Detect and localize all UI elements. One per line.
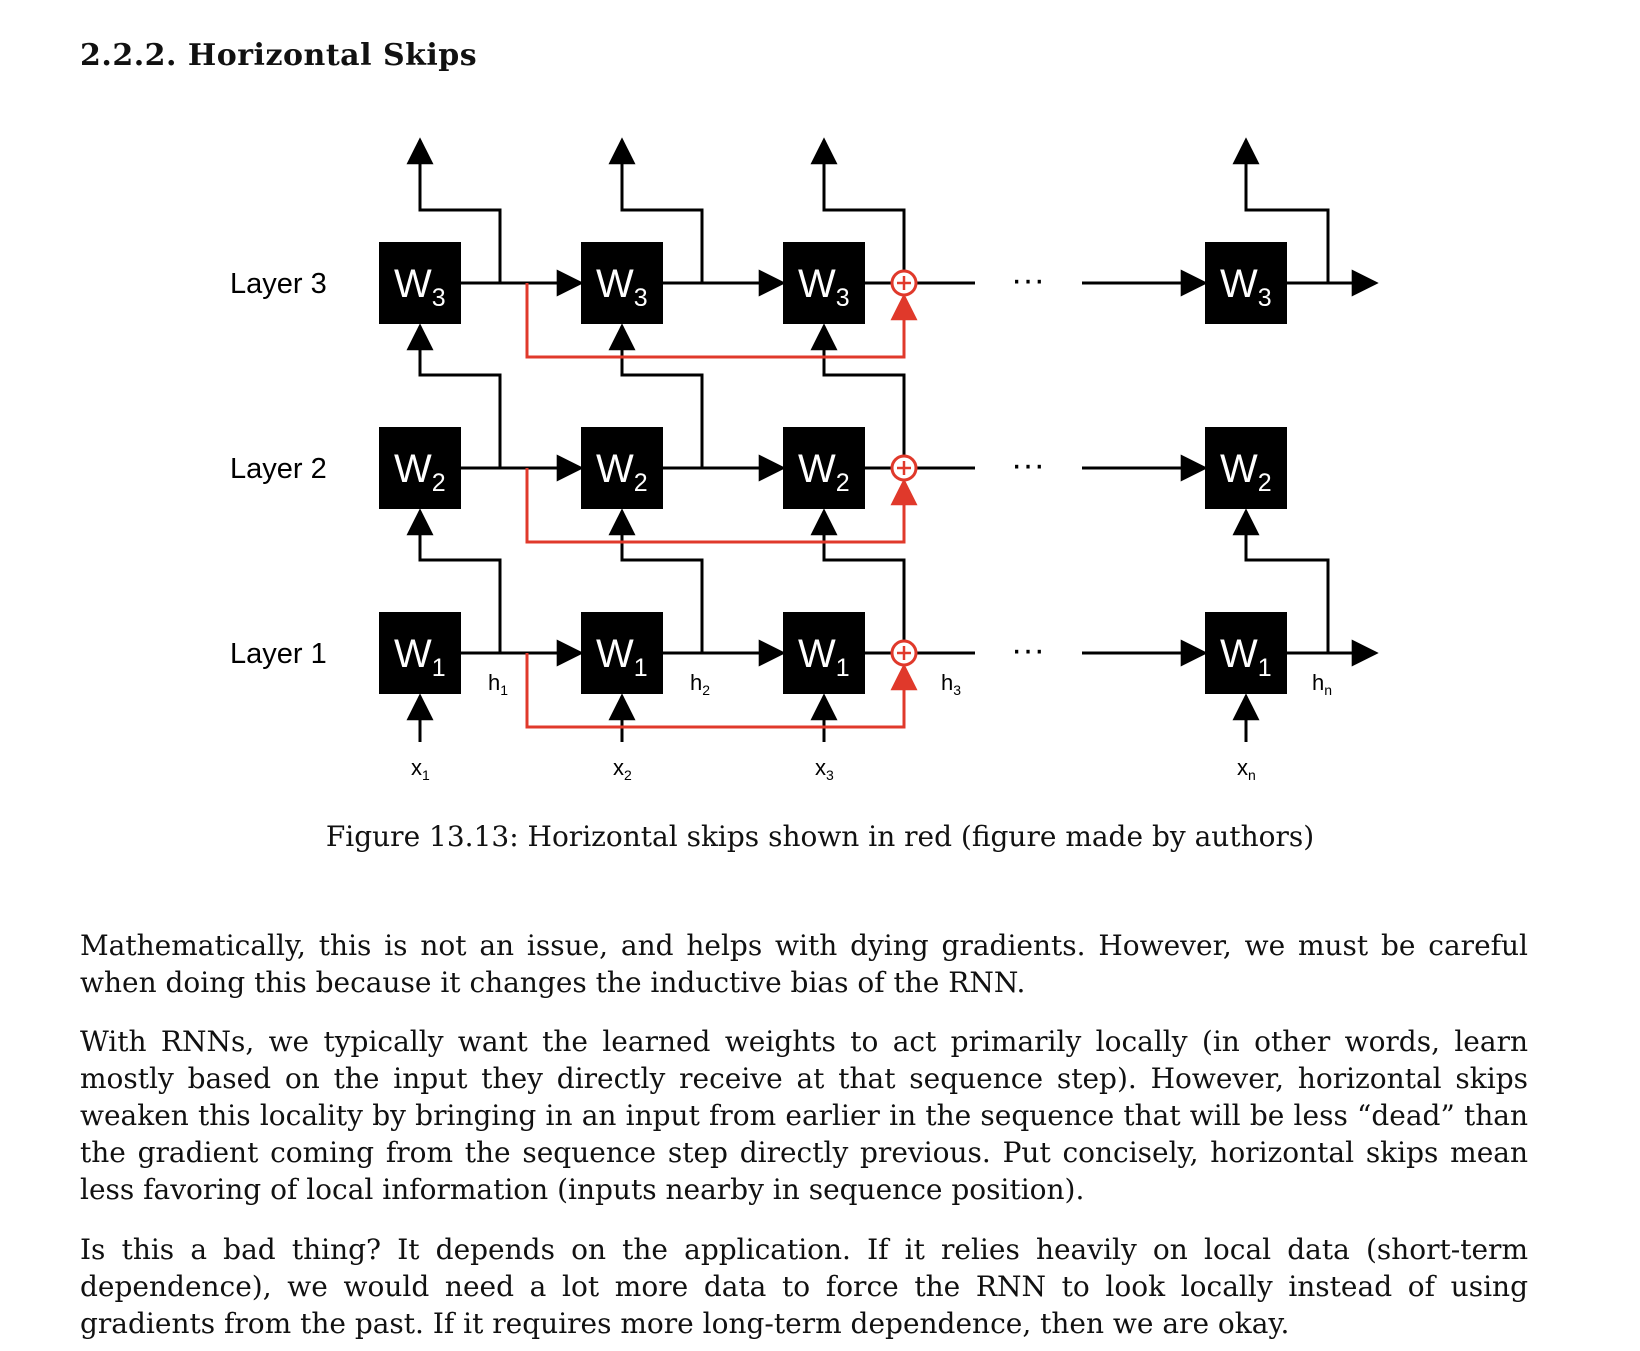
- hidden-label-n: hn: [1312, 670, 1332, 698]
- weight-block-layer-3-col-3: [783, 242, 865, 324]
- layer-2-ellipsis: ···: [1011, 446, 1045, 484]
- input-label-1: x1: [411, 755, 430, 783]
- input-label-2: x2: [613, 755, 632, 783]
- weight-block-layer-3-col-2: [581, 242, 663, 324]
- output-col-1-top: [406, 137, 502, 283]
- wires: [406, 137, 1379, 742]
- weight-label-layer-3-col-4: W3: [1220, 262, 1272, 312]
- vertical-col-3-layer-2: [810, 323, 906, 468]
- weight-label-layer-2-col-4: W2: [1220, 447, 1272, 497]
- weight-block-layer-3-col-1: [379, 242, 461, 324]
- weight-label-layer-2-col-1: W2: [394, 447, 446, 497]
- weight-label-layer-1-col-3: W1: [798, 632, 850, 682]
- vertical-col-2-layer-2: [608, 323, 704, 468]
- layer-label-2: Layer 2: [230, 453, 327, 485]
- hidden-label-3: h3: [941, 670, 961, 698]
- layer-label-3: Layer 3: [230, 268, 327, 300]
- weight-label-layer-2-col-2: W2: [596, 447, 648, 497]
- output-col-2-top: [608, 137, 704, 283]
- weight-label-layer-1-col-4: W1: [1220, 632, 1272, 682]
- weight-label-layer-3-col-1: W3: [394, 262, 446, 312]
- weight-block-layer-1-col-3: [783, 612, 865, 694]
- section-title: 2.2.2. Horizontal Skips: [80, 38, 478, 73]
- weight-block-layer-3-col-4: [1205, 242, 1287, 324]
- weight-block-layer-2-col-1: [379, 427, 461, 509]
- skip-path-layer-3: [525, 283, 918, 359]
- diagram-labels: Layer 3 Layer 2 Layer 1 ··· ··· ··· h1 h2 h3 hn x1…: [230, 261, 1332, 783]
- vertical-col-1-layer-2: [406, 323, 502, 468]
- vertical-col-n-layer-1: [1232, 508, 1330, 653]
- weight-label-layer-2-col-3: W2: [798, 447, 850, 497]
- paragraph-2: With RNNs, we typically want the learned…: [80, 1025, 1528, 1206]
- paragraph-1: Mathematically, this is not an issue, an…: [80, 929, 1528, 999]
- skip-path-layer-1: [525, 653, 918, 729]
- layer-1-ellipsis: ···: [1011, 631, 1045, 669]
- hidden-label-1: h1: [488, 670, 508, 698]
- skip-path-layer-2: [525, 468, 918, 544]
- weight-label-layer-1-col-2: W1: [596, 632, 648, 682]
- weight-block-layer-2-col-3: [783, 427, 865, 509]
- weight-label-layer-3-col-3: W3: [798, 262, 850, 312]
- output-col-3-top: [810, 137, 906, 283]
- layer-3-ellipsis: ···: [1011, 261, 1045, 299]
- weight-block-layer-1-col-1: [379, 612, 461, 694]
- hidden-label-2: h2: [690, 670, 710, 698]
- figure-caption: Figure 13.13: Horizontal skips shown in …: [325, 820, 1315, 853]
- horizontal-skip-paths: [525, 269, 918, 729]
- layer-label-1: Layer 1: [230, 638, 327, 670]
- output-col-4-top: [1232, 137, 1330, 283]
- input-label-3: x3: [815, 755, 834, 783]
- vertical-col-1-layer-1: [406, 508, 502, 653]
- vertical-col-2-layer-1: [608, 508, 704, 653]
- weight-label-layer-1-col-1: W1: [394, 632, 446, 682]
- weight-block-layer-2-col-4: [1205, 427, 1287, 509]
- weight-block-layer-1-col-2: [581, 612, 663, 694]
- weight-block-layer-2-col-2: [581, 427, 663, 509]
- input-label-n: xn: [1237, 755, 1256, 783]
- paragraph-3: Is this a bad thing? It depends on the a…: [80, 1233, 1528, 1340]
- weight-label-layer-3-col-2: W3: [596, 262, 648, 312]
- vertical-col-3-layer-1: [810, 508, 906, 653]
- weight-block-layer-1-col-4: [1205, 612, 1287, 694]
